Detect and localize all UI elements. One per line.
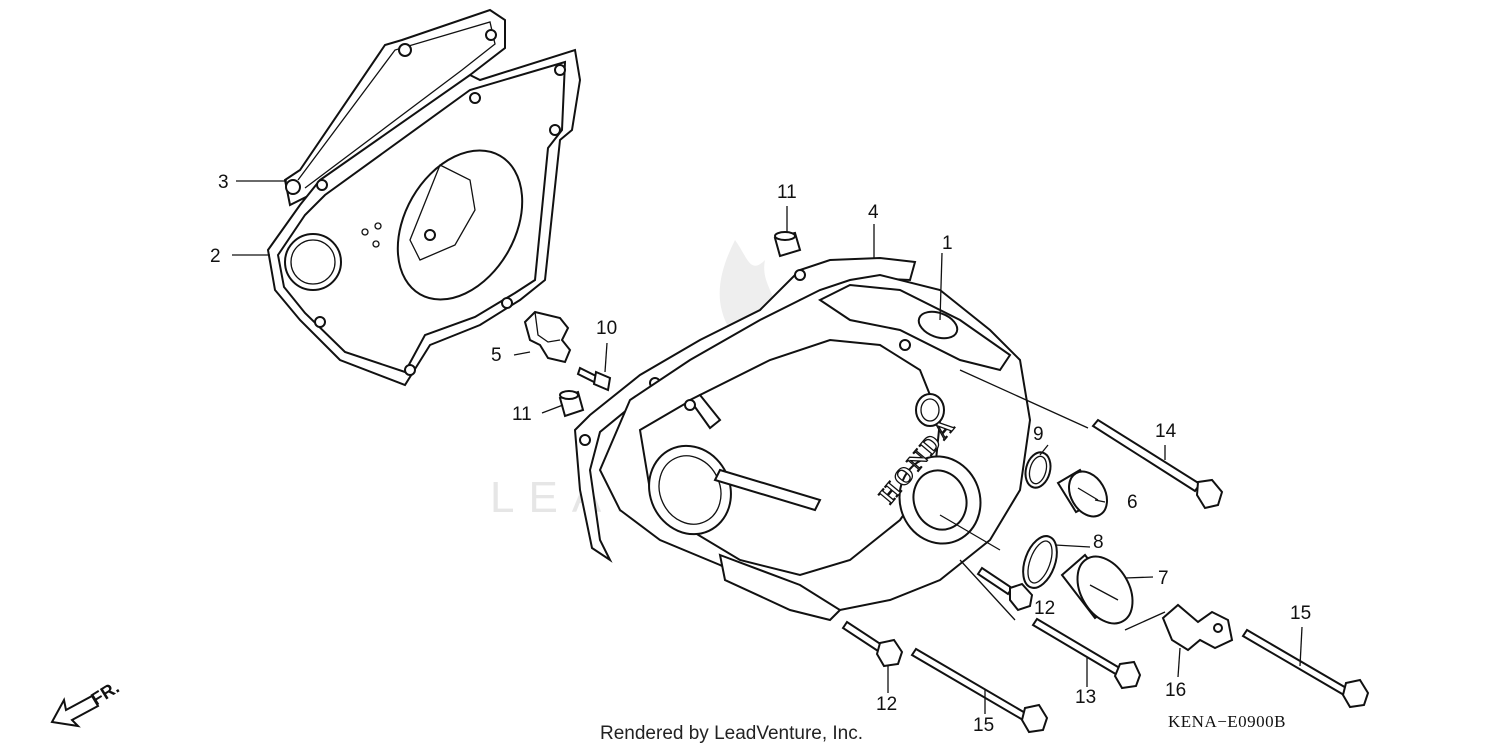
callout-11-lower: 11 [512,404,532,425]
callout-9: 9 [1033,424,1044,445]
cap-6[interactable] [1056,465,1115,524]
callout-4: 4 [868,202,879,223]
gasket-2[interactable] [266,48,582,387]
o-ring-8[interactable] [1017,531,1064,592]
leader-lines [232,180,1303,714]
bolt-10[interactable] [576,366,612,392]
clamp-16[interactable] [1161,603,1234,652]
callout-1: 1 [942,233,953,254]
bolt-14[interactable] [1091,418,1224,510]
front-direction-arrow: FR. [50,677,123,728]
crankcase-cover-1[interactable]: HONDA [598,273,1032,622]
callout-14: 14 [1155,421,1177,442]
bolt-12-right[interactable] [976,566,1034,612]
drawing-code: KENA−E0900B [1168,712,1286,731]
callout-15-right: 15 [1290,603,1311,624]
dowel-11-upper[interactable] [773,231,802,258]
callout-12-lower: 12 [876,694,897,715]
callout-15-center: 15 [973,715,994,736]
o-ring-9[interactable] [1022,450,1054,491]
dowel-11-lower[interactable] [558,390,585,418]
callout-13: 13 [1075,687,1096,708]
bolt-13[interactable] [1031,617,1142,690]
callout-11-upper: 11 [777,182,797,203]
callout-2: 2 [210,246,221,267]
callouts: 1 2 3 4 5 6 7 8 9 10 11 11 12 12 13 14 1… [210,172,1311,736]
cap-7[interactable] [1060,547,1144,633]
bolt-15-center[interactable] [910,647,1049,734]
callout-12-right: 12 [1034,598,1055,619]
bolt-12-lower[interactable] [841,620,904,668]
callout-3: 3 [218,172,229,193]
callout-5: 5 [491,345,502,366]
callout-8: 8 [1093,532,1104,553]
clamp-5[interactable] [523,310,572,364]
bolt-15-right[interactable] [1241,628,1370,709]
callout-16: 16 [1165,680,1186,701]
gasket-3[interactable] [283,8,506,207]
callout-7: 7 [1158,568,1169,589]
credit-text: Rendered by LeadVenture, Inc. [600,723,863,744]
callout-6: 6 [1127,492,1138,513]
callout-10: 10 [596,318,617,339]
